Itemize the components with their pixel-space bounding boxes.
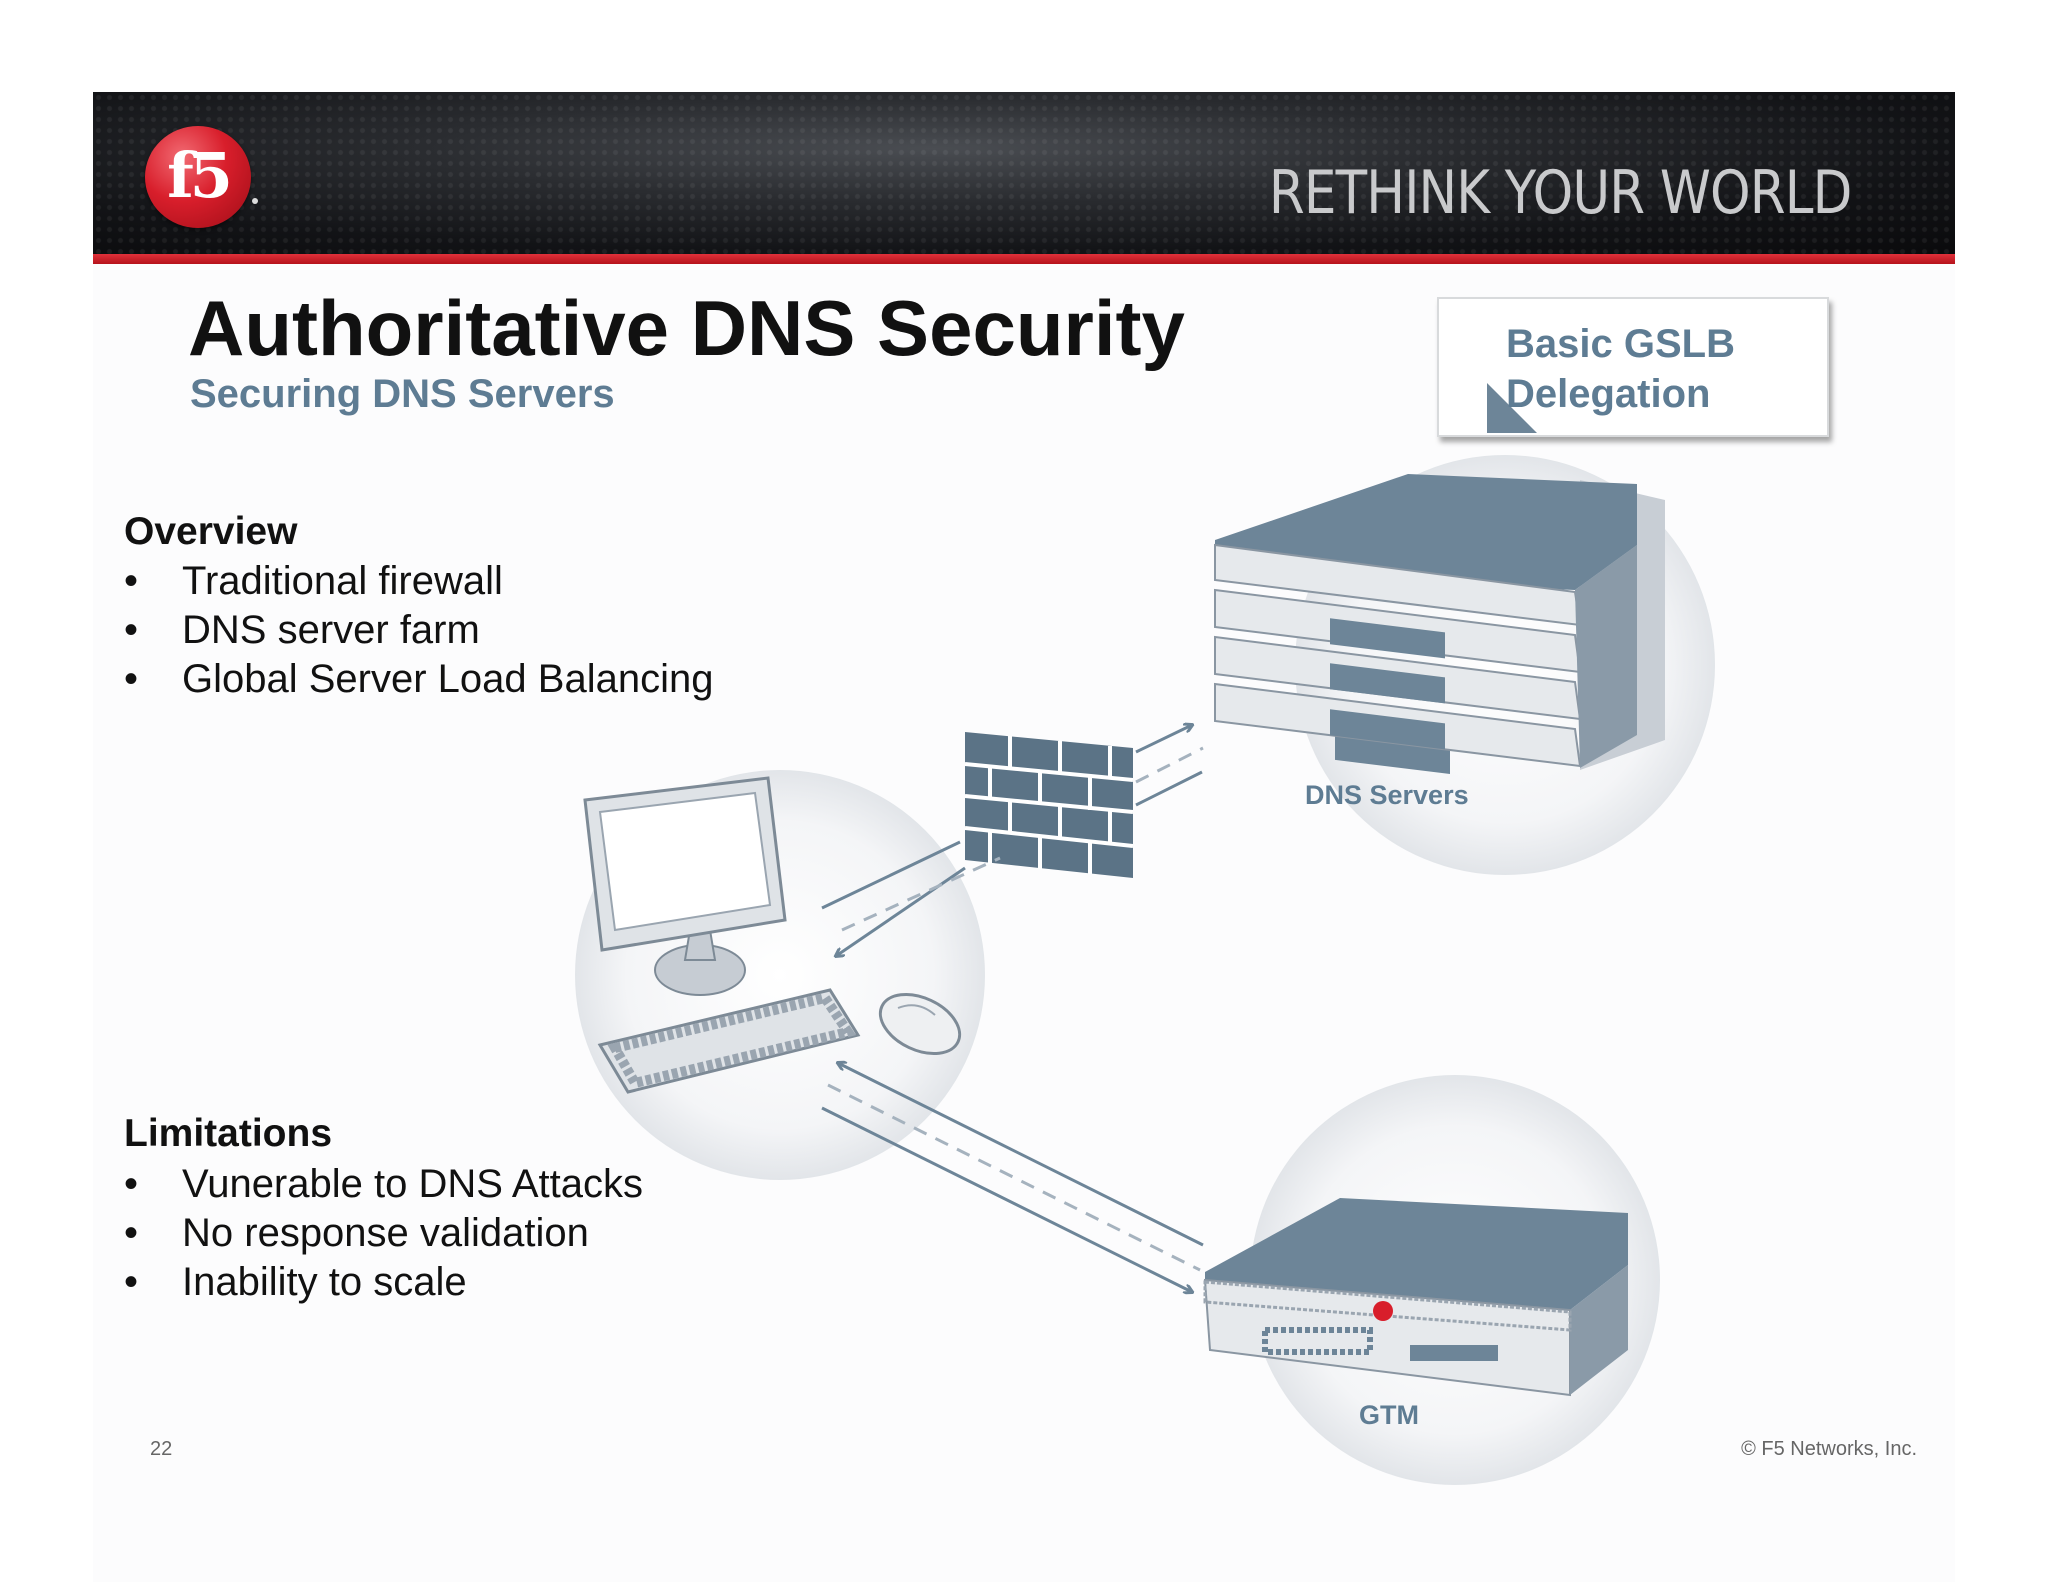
computer-icon xyxy=(583,776,962,1094)
gtm-label: GTM xyxy=(1359,1400,1419,1430)
callout-box[interactable]: Basic GSLB Delegation xyxy=(1437,297,1829,437)
list-item: •Inability to scale xyxy=(124,1260,467,1304)
list-item: •No response validation xyxy=(124,1211,589,1255)
firewall-icon xyxy=(964,732,1134,878)
list-item: •DNS server farm xyxy=(124,608,480,652)
overview-list: •Traditional firewall •DNS server farm •… xyxy=(124,557,713,704)
header-tagline: RETHINK YOUR WORLD xyxy=(1269,158,1853,228)
slide-title: Authoritative DNS Security xyxy=(188,284,1185,372)
dns-servers-label: DNS Servers xyxy=(1305,780,1469,810)
gtm-query-arrows xyxy=(821,1063,1204,1292)
page-number: 22 xyxy=(150,1438,173,1460)
dns-query-arrows xyxy=(821,725,1204,956)
limitations-list: •Vunerable to DNS Attacks •No response v… xyxy=(124,1160,643,1307)
copyright: © F5 Networks, Inc. xyxy=(1741,1438,1917,1460)
dns-server-stack-icon xyxy=(1214,474,1665,775)
header-accent-bar xyxy=(93,254,1955,264)
overview-heading: Overview xyxy=(124,510,298,553)
f5-logo: f5 xyxy=(145,126,251,228)
header-banner xyxy=(93,92,1955,254)
logo-registered-mark xyxy=(252,198,258,204)
callout-text: Basic GSLB Delegation xyxy=(1506,322,1735,416)
slide-subtitle: Securing DNS Servers xyxy=(190,372,615,416)
limitations-heading: Limitations xyxy=(124,1112,333,1155)
list-item: •Vunerable to DNS Attacks xyxy=(124,1162,643,1206)
callout-corner-icon xyxy=(1487,383,1537,433)
list-item: •Traditional firewall xyxy=(124,559,503,603)
list-item: •Global Server Load Balancing xyxy=(124,657,714,701)
gtm-appliance-icon xyxy=(1203,1198,1628,1397)
